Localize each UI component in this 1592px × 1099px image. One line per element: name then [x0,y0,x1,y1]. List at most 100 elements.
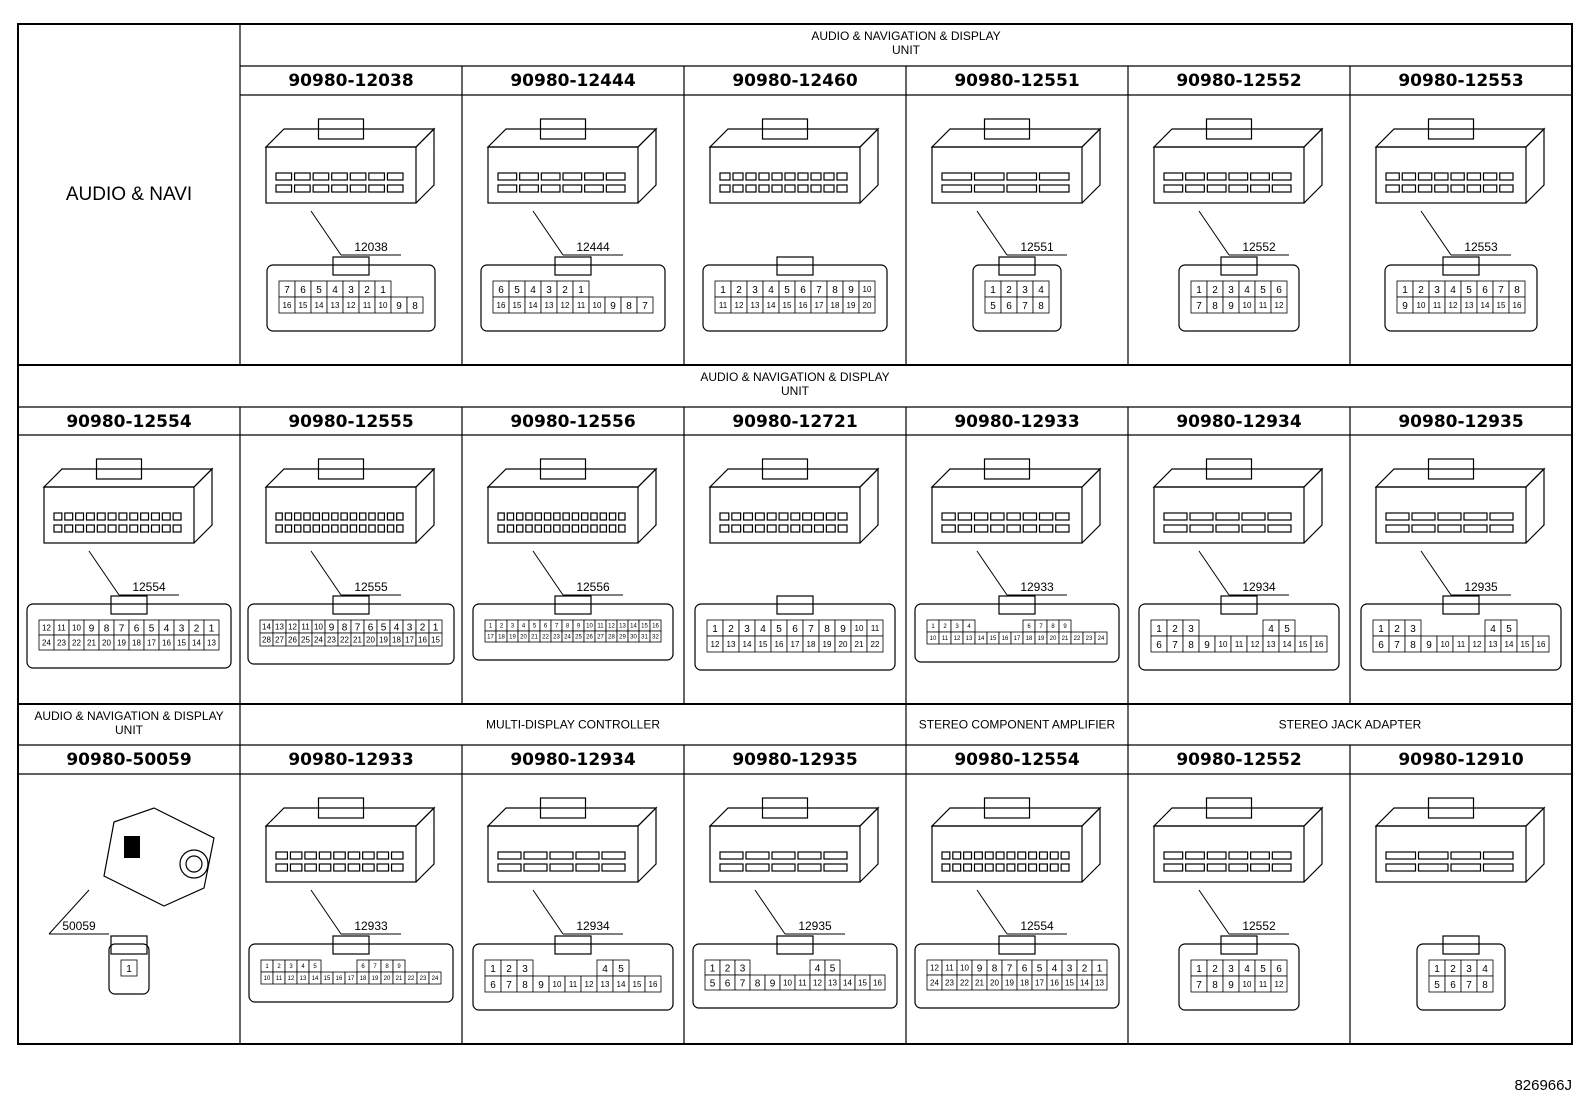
pin-number: 7 [1196,980,1202,991]
pin-number: 6 [361,964,365,970]
pin-number: 7 [1498,285,1504,296]
pin-number: 4 [522,624,526,630]
pin-cavity [1450,851,1482,860]
pin-cavity [1163,184,1184,193]
pin-number: 6 [1482,285,1488,296]
pin-cavity [1241,512,1266,521]
housing-front [1153,486,1305,544]
section-header-text: UNIT [781,384,810,398]
pin-number: 20 [990,979,999,988]
pin-cavity [312,524,321,533]
pin-cavity [1417,863,1449,872]
pin-cavity [368,184,386,193]
pin-number: 3 [1434,285,1440,296]
pin-number: 9 [1204,640,1210,651]
pin-number: 6 [1006,301,1012,312]
connector-housing-illustration [103,807,215,907]
pin-number: 12 [1251,640,1260,649]
pin-number: 9 [329,623,335,634]
pin-cavity [941,184,973,193]
pin-cell [1310,635,1328,653]
part-number-label: 90980-12910 [1398,750,1524,770]
pin-cavity [1006,172,1038,181]
pin-number: 7 [1394,640,1400,651]
pin-cavity [497,172,518,181]
connector-tag: 12552 [1242,919,1276,933]
pin-cavity [172,524,182,533]
connector-housing-illustration [1374,797,1546,883]
pin-cell [1476,975,1494,993]
pin-number: 1 [578,285,584,296]
connector-housing-illustration [930,118,1102,204]
pin-number: 1 [489,624,493,630]
pin-cavity [1250,172,1270,181]
pin-cavity [1250,863,1270,872]
part-number-label: 90980-12935 [732,750,857,770]
pin-number: 16 [1050,979,1059,988]
pin-cavity [1038,172,1070,181]
pin-cavity [963,863,973,872]
housing-top [930,128,1102,148]
pin-number: 15 [759,640,768,649]
pin-cavity [758,184,770,193]
pin-cavity [150,512,160,521]
lock-latch [317,458,365,480]
pin-number: 1 [126,964,132,975]
pin-cavity [64,512,74,521]
pin-number: 23 [57,639,66,648]
pin-number: 2 [500,624,504,630]
pin-cell [406,296,424,314]
pin-number: 3 [1466,964,1472,975]
pin-number: 14 [843,979,852,988]
pin-number: 6 [1450,980,1456,991]
pin-cavity [1450,184,1465,193]
pin-number: 22 [408,976,415,982]
pin-number: 2 [725,964,731,975]
leader-line [532,210,564,256]
pin-number: 4 [1244,285,1250,296]
housing-side [859,467,879,544]
pin-cavity [1163,172,1184,181]
pin-number: 7 [1466,980,1472,991]
face-outline [480,264,666,332]
pin-number: 7 [355,623,361,634]
pin-number: 11 [577,301,586,310]
pin-cavity [1189,524,1214,533]
pin-cavity [719,172,731,181]
pin-cavity [719,524,730,533]
housing-front [709,486,861,544]
pin-cavity [318,863,332,872]
face-latch [776,256,814,276]
pin-cavity [534,524,543,533]
pin-number: 8 [626,301,632,312]
pin-number: 5 [1506,624,1512,635]
lock-tab [124,836,140,858]
pin-number: 20 [520,635,527,641]
connector-housing-illustration [708,797,880,883]
pin-cavity [823,863,848,872]
pin-number: 4 [1244,964,1250,975]
pin-number: 1 [1402,285,1408,296]
part-number-label: 90980-12460 [732,71,858,91]
face-latch [554,595,592,615]
pin-number: 5 [313,964,317,970]
pin-cavity [1060,851,1070,860]
pin-number: 24 [432,976,439,982]
pin-number: 15 [324,976,331,982]
pin-cavity [497,851,522,860]
pin-cavity [377,512,386,521]
pin-cavity [836,172,848,181]
pin-number: 13 [300,976,307,982]
face-outline [1384,264,1538,332]
pin-cavity [519,172,539,181]
pin-cavity [599,512,608,521]
pin-cavity [85,512,95,521]
pin-cavity [745,851,770,860]
connector-tag: 12934 [1242,580,1276,594]
part-number-label: 90980-12038 [288,71,413,91]
pin-number: 16 [418,636,427,645]
housing-front [1375,486,1527,544]
pin-cavity [303,524,311,533]
connector-housing-illustration [42,458,214,544]
